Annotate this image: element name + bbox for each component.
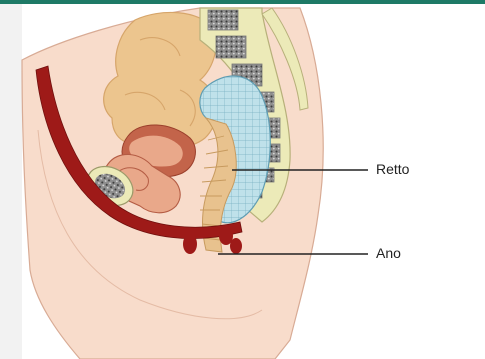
anus-label: Ano [376, 245, 401, 261]
perineal-muscle-left [183, 234, 197, 254]
rectum-label: Retto [376, 161, 409, 177]
perineal-muscle-right [230, 238, 242, 254]
